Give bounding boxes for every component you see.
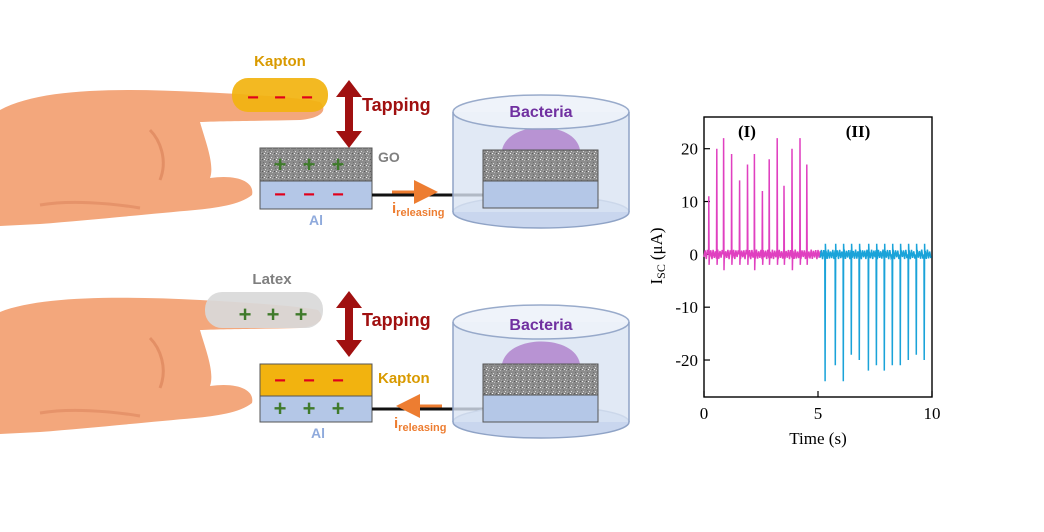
coating-charge: + <box>274 152 287 177</box>
y-tick-label: 0 <box>690 245 699 264</box>
y-axis-label: ISC (μA) <box>647 227 668 284</box>
isc-chart: 20 10 0 -10 -20 0 5 10 (I) (II) Time (s) ISC (μ… <box>647 116 941 448</box>
x-tick-label: 10 <box>924 404 941 423</box>
current-subscript: releasing <box>398 422 446 434</box>
tapping-label: Tapping <box>362 95 431 115</box>
x-axis-label: Time (s) <box>789 429 846 448</box>
y-axis-subscript: SC <box>654 264 668 279</box>
y-tick-label: 20 <box>681 140 698 159</box>
current-label: ireleasing <box>394 415 446 434</box>
current-symbol: i <box>394 415 398 432</box>
series-line-II <box>819 243 932 382</box>
finger-charge: + <box>267 302 280 327</box>
finger-charge: − <box>274 87 286 109</box>
current-subscript: releasing <box>396 207 444 219</box>
finger-coating-label: Latex <box>252 271 292 288</box>
al-layer <box>259 395 373 423</box>
y-ticks: 20 10 0 -10 -20 <box>675 140 710 370</box>
current-symbol: i <box>392 200 396 217</box>
kapton-layer <box>259 363 373 397</box>
electrode-coating-label: GO <box>378 149 400 165</box>
plot-frame <box>703 116 933 398</box>
coating-charge: − <box>274 370 286 392</box>
x-tick-label: 0 <box>700 404 709 423</box>
base-charge: − <box>332 184 344 206</box>
coating-charge: + <box>303 152 316 177</box>
base-charge: + <box>274 396 287 421</box>
tapping-arrow-top <box>336 80 362 148</box>
annotation-phase-I: (I) <box>738 122 756 141</box>
traces <box>703 138 932 382</box>
electrode-coating-label: Kapton <box>378 370 430 387</box>
finger-coating-kapton <box>232 78 328 112</box>
current-label: ireleasing <box>392 200 444 219</box>
bottom-panel: Latex + + + Tapping − − − + + + Kapton A… <box>0 271 630 441</box>
tapping-arrow-bottom <box>336 291 362 357</box>
electrode-base-label: Al <box>309 212 323 228</box>
petri-dish-top <box>452 94 630 229</box>
finger-coating-latex <box>205 292 323 328</box>
finger-coating-label: Kapton <box>254 53 306 70</box>
x-ticks: 0 5 10 <box>700 391 941 423</box>
y-axis-unit: (μA) <box>647 227 666 260</box>
al-layer <box>259 180 373 210</box>
base-charge: − <box>274 184 286 206</box>
coating-charge: + <box>332 152 345 177</box>
base-charge: − <box>303 184 315 206</box>
finger-charge: − <box>247 87 259 109</box>
y-axis-symbol: I <box>647 279 666 285</box>
base-charge: + <box>303 396 316 421</box>
top-panel: Kapton − − − Tapping + + + − − − GO Al i… <box>0 53 630 229</box>
tapping-label: Tapping <box>362 310 431 330</box>
hand-bottom-illustration <box>0 297 322 434</box>
y-tick-label: -20 <box>675 351 698 370</box>
coating-charge: − <box>332 370 344 392</box>
finger-charge: + <box>239 302 252 327</box>
series-line-I <box>703 138 822 271</box>
y-tick-label: 10 <box>681 193 698 212</box>
base-charge: + <box>332 396 345 421</box>
finger-charge: + <box>295 302 308 327</box>
coating-charge: − <box>303 370 315 392</box>
hand-top-illustration <box>0 89 324 226</box>
petri-dish-bottom <box>452 304 630 439</box>
annotation-phase-II: (II) <box>846 122 871 141</box>
finger-charge: − <box>301 87 313 109</box>
go-layer <box>259 147 373 182</box>
bacteria-label: Bacteria <box>509 104 572 121</box>
bacteria-label: Bacteria <box>509 317 572 334</box>
x-tick-label: 5 <box>814 404 823 423</box>
y-tick-label: -10 <box>675 298 698 317</box>
electrode-base-label: Al <box>311 425 325 441</box>
